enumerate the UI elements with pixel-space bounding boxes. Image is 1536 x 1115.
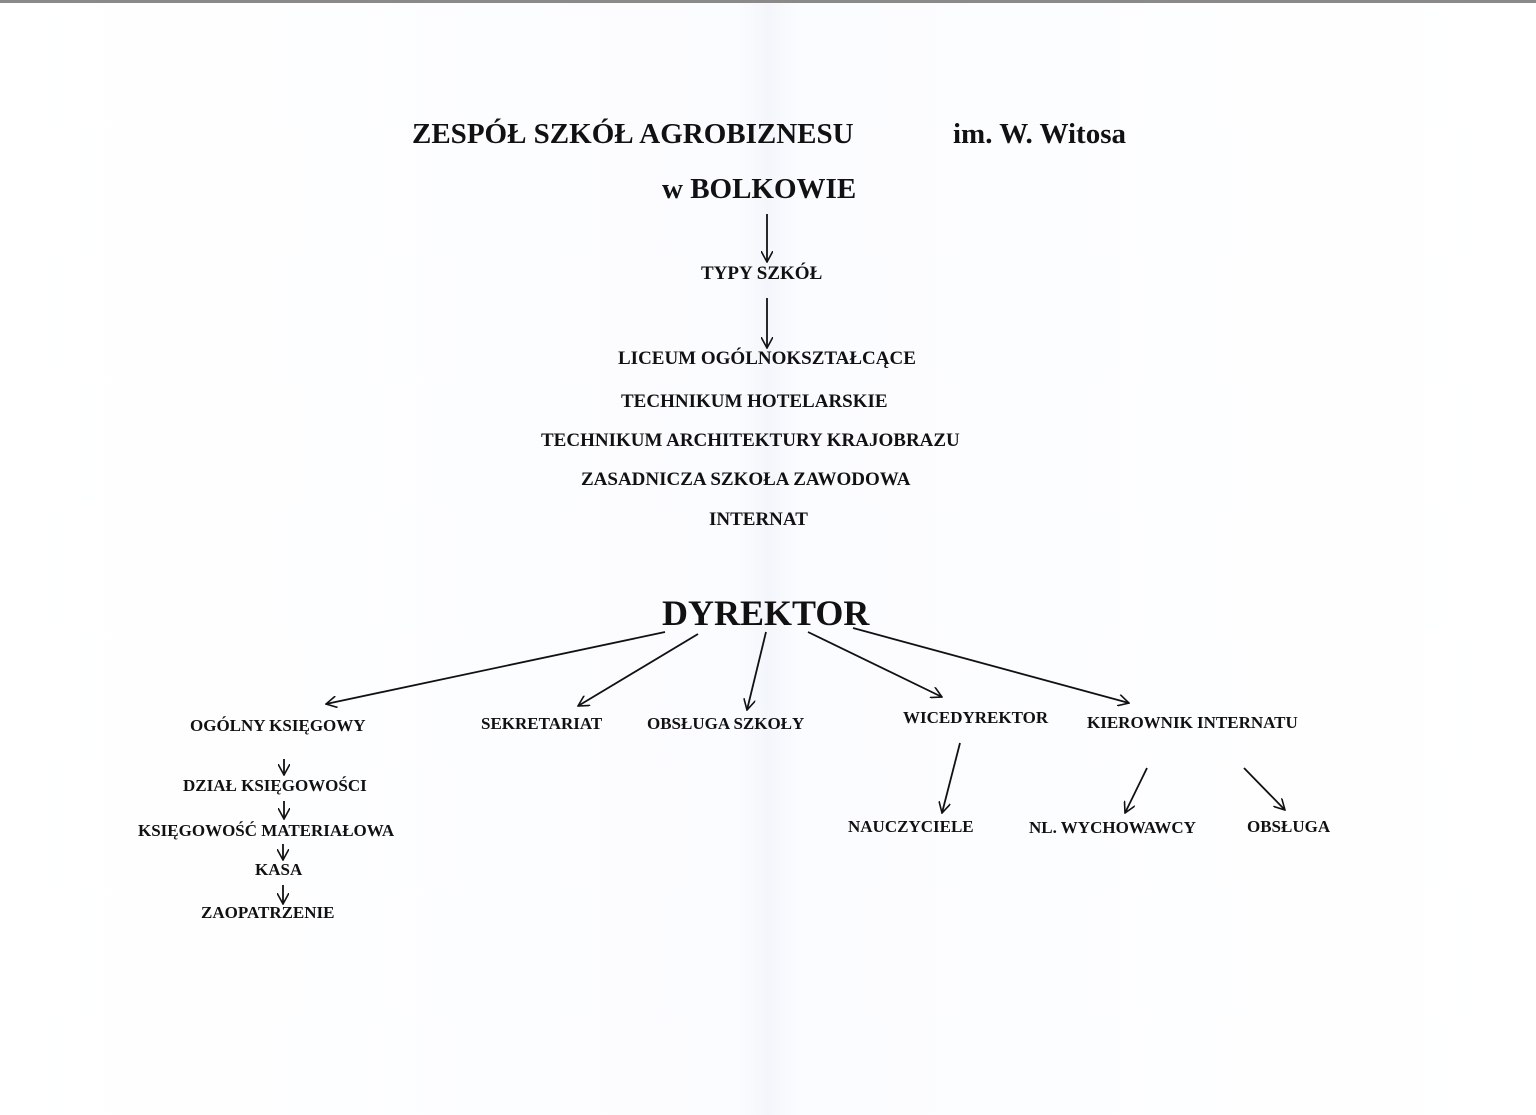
- arrow-director-to-school-service: [747, 631, 767, 710]
- scan-top-edge: [0, 0, 1536, 3]
- school-type-item: TECHNIKUM ARCHITEKTURY KRAJOBRAZU: [541, 430, 960, 451]
- dept-secretariat: SEKRETARIAT: [481, 714, 603, 733]
- arrow-director-to-accountant: [326, 631, 666, 704]
- school-location: w BOLKOWIE: [662, 173, 857, 205]
- arrow-dorm-to-service: [1243, 767, 1285, 810]
- arrow-director-to-vice-director: [807, 631, 942, 697]
- dormitory-service: OBSŁUGA: [1247, 817, 1331, 836]
- accounting-department: DZIAŁ KSIĘGOWOŚCI: [183, 776, 367, 795]
- teachers: NAUCZYCIELE: [848, 817, 974, 836]
- school-name: ZESPÓŁ SZKÓŁ AGROBIZNESU: [412, 118, 854, 150]
- arrow-vice-to-teachers: [942, 742, 961, 813]
- educators: NL. WYCHOWAWCY: [1029, 818, 1196, 837]
- dept-school-service: OBSŁUGA SZKOŁY: [647, 714, 805, 733]
- arrow-director-to-dormitory-head: [852, 627, 1129, 703]
- supply: ZAOPATRZENIE: [201, 903, 335, 922]
- dept-vice-director: WICEDYREKTOR: [903, 708, 1049, 727]
- school-types-heading: TYPY SZKÓŁ: [701, 263, 823, 284]
- school-type-item: TECHNIKUM HOTELARSKIE: [621, 391, 888, 412]
- dept-dormitory-head: KIEROWNIK INTERNATU: [1087, 713, 1298, 732]
- school-type-item: LICEUM OGÓLNOKSZTAŁCĄCE: [618, 348, 916, 369]
- director-node: DYREKTOR: [662, 593, 870, 633]
- dept-chief-accountant: OGÓLNY KSIĘGOWY: [190, 716, 366, 735]
- material-accounting: KSIĘGOWOŚĆ MATERIAŁOWA: [138, 821, 395, 840]
- school-type-item: ZASADNICZA SZKOŁA ZAWODOWA: [581, 469, 911, 490]
- school-patron: im. W. Witosa: [953, 118, 1126, 150]
- arrow-director-to-secretariat: [578, 633, 699, 706]
- cash-desk: KASA: [255, 860, 303, 879]
- arrow-dorm-to-educators: [1125, 767, 1148, 813]
- school-type-item: INTERNAT: [709, 509, 808, 530]
